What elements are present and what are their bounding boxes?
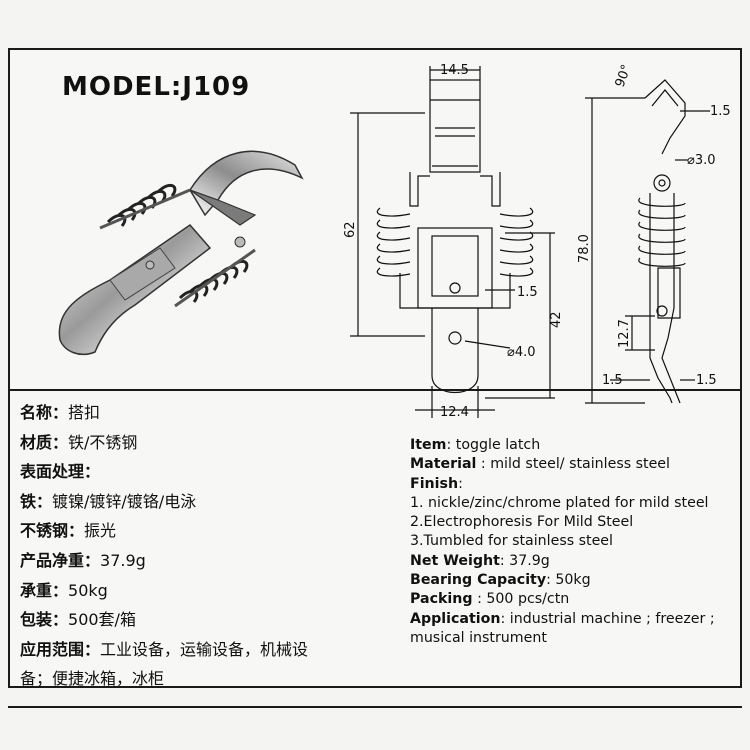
spec-row: 产品净重：37.9g [20,550,146,570]
spec-row: Application: industrial machine ; freeze… [410,610,715,646]
spec-row: 材质：铁/不锈钢 [20,432,138,452]
spec-row: 名称：搭扣 [20,403,101,422]
spec-sheet-frame [8,48,742,688]
dim-thickness-bottom-right: 1.5 [696,373,717,388]
spec-row: 表面处理： [20,462,101,482]
spec-row: 承重：50kg [20,580,108,600]
dim-thickness-mid: 1.5 [517,285,538,300]
dim-width-top: 14.5 [440,63,469,78]
spec-row: Bearing Capacity: 50kg [410,572,591,589]
dim-angle: 90° [613,63,635,90]
spec-row: Net Weight: 37.9g [410,552,550,569]
dim-height-lower: 42 [549,311,564,328]
spec-row: Material : mild steel/ stainless steel [410,456,670,473]
spec-row: 应用范围：工业设备，运输设备，机械设 [20,639,309,659]
dim-height-side: 78.0 [577,234,592,263]
spec-list-english: Item: toggle latch Material : mild steel… [410,436,745,648]
dim-thickness-top: 1.5 [710,104,731,119]
dim-width-bottom: 12.4 [440,405,469,420]
spec-row: Packing : 500 pcs/ctn [410,591,570,608]
dim-hole-small: ⌀3.0 [687,153,716,168]
spec-row: 2.Electrophoresis For Mild Steel [410,514,634,531]
model-title: MODEL:J109 [62,72,251,102]
spec-list-chinese: 名称：搭扣 材质：铁/不锈钢 表面处理： 铁：镀镍/镀锌/镀铬/电泳 不锈钢：振… [20,398,405,694]
product-photo [58,150,304,356]
spec-row: 1. nickle/zinc/chrome plated for mild st… [410,494,709,511]
spec-row: 备；便捷冰箱，冰柜 [20,669,165,689]
spec-row: 包装：500套/箱 [20,610,136,630]
spec-row: Finish: [410,475,463,492]
section-divider [8,389,742,391]
spec-row: Item: toggle latch [410,437,541,453]
spec-row: 铁：镀镍/镀锌/镀铬/电泳 [20,491,197,511]
spec-row: 不锈钢：振光 [20,521,117,541]
dim-hole-large: ⌀4.0 [507,345,536,360]
technical-drawing: 14.5 90° 1.5 ⌀3.0 62 78.0 1.5 42 12.7 ⌀4… [343,63,731,420]
dim-offset: 12.7 [617,319,632,348]
dim-height-total: 62 [343,221,358,238]
dim-thickness-bottom-left: 1.5 [602,373,623,388]
spec-row: 3.Tumbled for stainless steel [410,533,613,550]
bottom-rule [8,706,742,708]
